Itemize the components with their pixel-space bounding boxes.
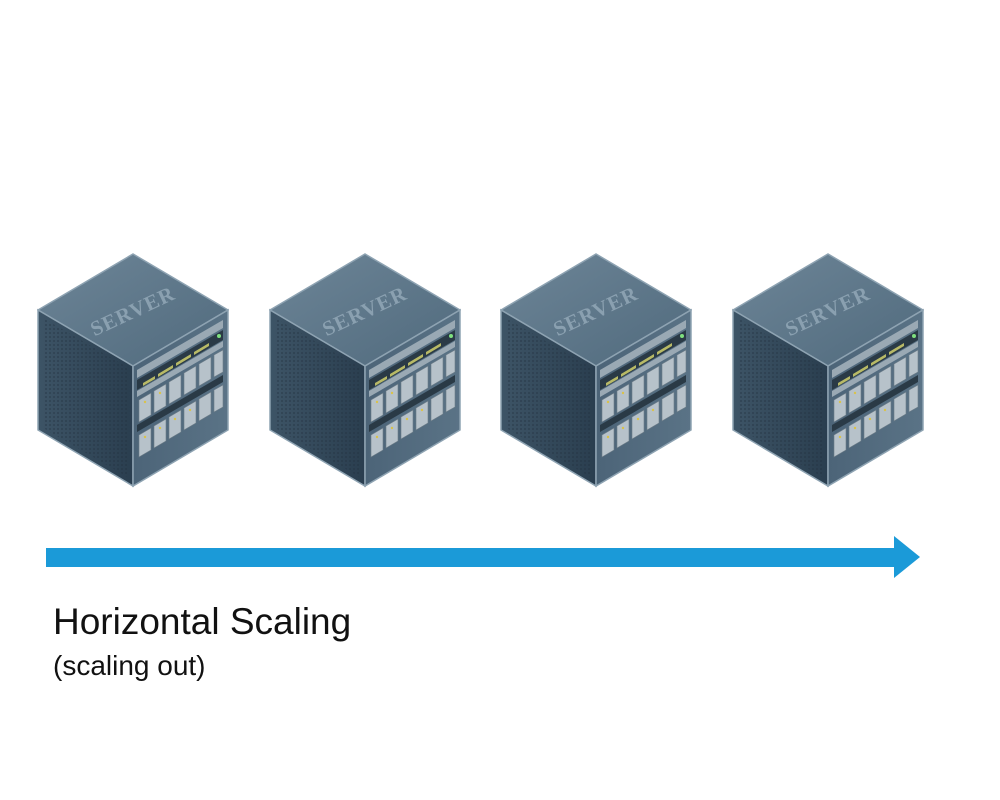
server-icon — [732, 252, 924, 488]
server-icon — [37, 252, 229, 488]
caption-subtitle: (scaling out) — [53, 650, 206, 681]
server-icon — [500, 252, 692, 488]
server-icon — [269, 252, 461, 488]
caption-title: Horizontal Scaling — [53, 601, 352, 642]
scaling-arrow — [46, 536, 920, 578]
